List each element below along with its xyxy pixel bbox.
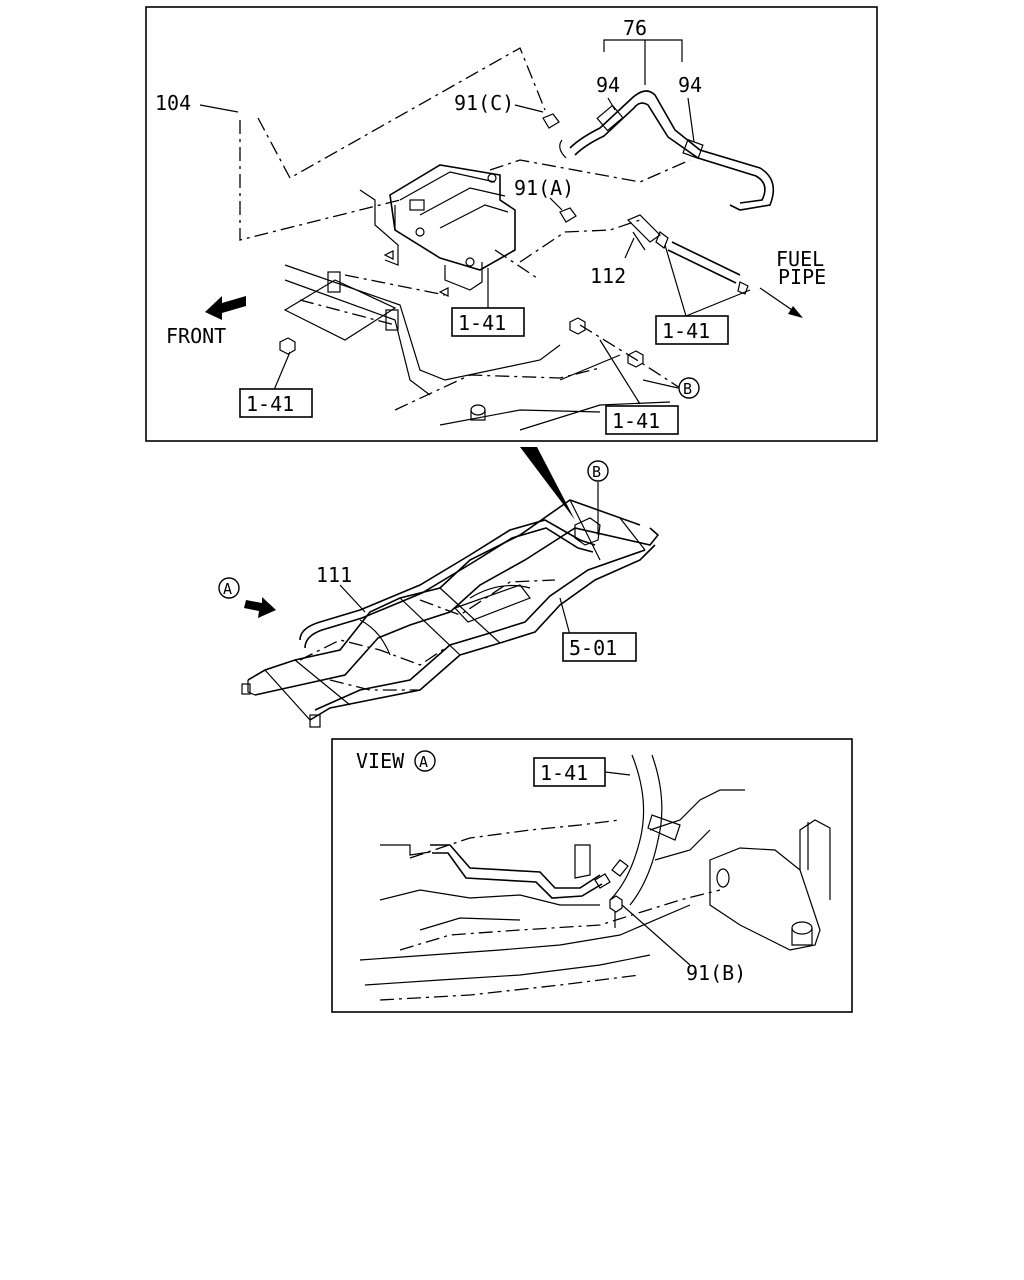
ref-box-lower: 1-41 xyxy=(533,757,606,787)
svg-text:A: A xyxy=(223,580,232,598)
vapor-hose xyxy=(559,90,775,211)
svg-text:1-41: 1-41 xyxy=(246,392,294,416)
connector-112 xyxy=(626,214,661,251)
label-fuel: FUEL xyxy=(776,247,824,271)
canister xyxy=(359,164,516,291)
label-94-right: 94 xyxy=(678,73,702,97)
view-title: VIEW xyxy=(356,749,405,773)
callout-b-middle: B xyxy=(587,460,609,482)
svg-text:1-41: 1-41 xyxy=(458,311,506,335)
label-pipe: PIPE xyxy=(778,265,826,289)
svg-text:1-41: 1-41 xyxy=(540,761,588,785)
label-112: 112 xyxy=(590,264,626,288)
mounting-plate xyxy=(283,271,399,341)
view-letter-callout: A xyxy=(414,750,436,772)
filler-housing xyxy=(709,819,831,951)
svg-text:A: A xyxy=(419,753,428,771)
upper-panel-frame xyxy=(145,6,878,442)
middle-panel: 111 B 5-01 A xyxy=(218,460,660,728)
fuel-pipe-111 xyxy=(299,519,596,649)
ref-box-center: 1-41 xyxy=(451,307,525,337)
svg-text:B: B xyxy=(683,380,692,398)
callout-b-upper: B xyxy=(678,377,700,399)
lower-panel-frame xyxy=(331,738,853,1013)
label-front: FRONT xyxy=(166,324,226,348)
chassis-frame xyxy=(241,499,660,728)
lower-fuel-pipes xyxy=(380,844,603,899)
svg-text:1-41: 1-41 xyxy=(612,409,660,433)
label-91c: 91(C) xyxy=(454,91,514,115)
view-a-marker: A xyxy=(218,577,276,618)
detail-pointer xyxy=(520,447,575,520)
label-104: 104 xyxy=(155,91,191,115)
ref-box-left: 1-41 xyxy=(239,388,313,418)
ref-box-bottom: 1-41 xyxy=(605,405,679,435)
label-76: 76 xyxy=(623,16,647,40)
view-a-arrow-icon xyxy=(244,597,276,618)
label-91b: 91(B) xyxy=(686,961,746,985)
front-arrow-icon xyxy=(205,296,246,320)
svg-text:1-41: 1-41 xyxy=(662,319,710,343)
lower-panel: VIEW A 1-41 xyxy=(331,738,853,1013)
label-111: 111 xyxy=(316,563,352,587)
ref-box-right: 1-41 xyxy=(655,315,729,345)
upper-panel: 76 94 94 91(C) 104 91(A) 112 FUEL PIPE F… xyxy=(145,6,878,442)
label-94-left: 94 xyxy=(596,73,620,97)
svg-text:B: B xyxy=(592,463,601,481)
ref-box-5-01: 5-01 xyxy=(562,632,637,662)
svg-text:5-01: 5-01 xyxy=(569,636,617,660)
label-91a: 91(A) xyxy=(514,176,574,200)
